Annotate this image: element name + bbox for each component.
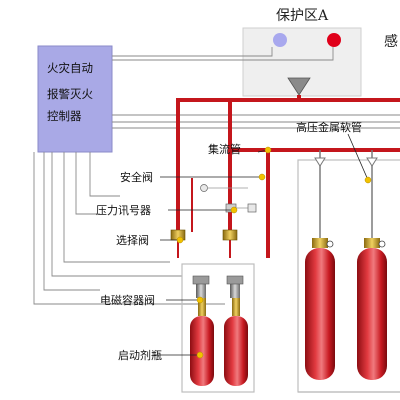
starter-rack xyxy=(181,263,255,393)
controller-line-1: 火灾自动 xyxy=(47,61,93,75)
label-safety-valve: 安全阀 xyxy=(120,170,153,184)
signal-wires xyxy=(33,47,400,305)
nozzle-icon xyxy=(287,77,311,96)
controller-line-2: 报警灭火 xyxy=(47,87,93,101)
metal-hoses xyxy=(319,150,373,240)
label-header-pipe: 集流管 xyxy=(208,142,241,156)
zone-side-text: 感 xyxy=(384,33,398,50)
heat-detector-icon xyxy=(327,33,341,47)
main-cylinder-rack xyxy=(297,159,400,393)
discharge-piping xyxy=(176,95,400,258)
starter-bottle-2 xyxy=(224,284,248,386)
label-solenoid-valve: 电磁容器阀 xyxy=(100,293,155,307)
smoke-detector-icon xyxy=(273,33,287,47)
label-starter-bottle: 启动剂瓶 xyxy=(118,348,162,362)
pressure-switch-part xyxy=(225,203,257,213)
controller-box xyxy=(37,45,113,153)
label-pressure-switch: 压力讯号器 xyxy=(96,204,151,217)
starter-valve-heads xyxy=(192,275,244,285)
main-agent-cylinder-2 xyxy=(357,238,387,380)
callout-markers xyxy=(176,146,372,359)
protection-zone-title: 保护区A xyxy=(276,8,329,24)
safety-valve-part xyxy=(200,184,248,192)
label-selector-valve: 选择阀 xyxy=(116,233,149,247)
leader-lines xyxy=(154,133,369,356)
starter-bottle-1 xyxy=(190,284,214,386)
main-agent-cylinder-1 xyxy=(305,238,335,380)
cylinder-gauges xyxy=(326,240,386,248)
label-hose: 高压金属软管 xyxy=(296,120,362,134)
check-valves xyxy=(314,157,378,167)
controller-line-3: 控制器 xyxy=(47,109,82,123)
